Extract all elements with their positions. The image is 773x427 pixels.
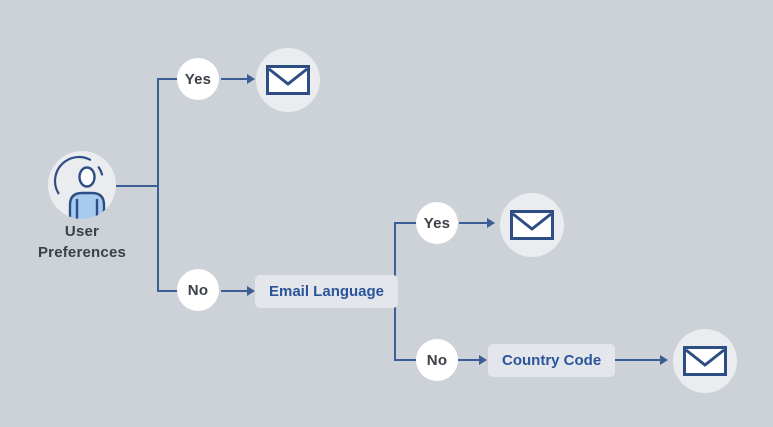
- user-preferences-node: [48, 151, 116, 219]
- decision-no-node-1: No: [177, 269, 219, 311]
- email-result-node-3: [673, 329, 737, 393]
- country-code-node: Country Code: [488, 344, 616, 377]
- email-result-node-2: [500, 193, 564, 257]
- email-language-node: Email Language: [255, 275, 399, 308]
- decision-yes-node-2: Yes: [416, 202, 458, 244]
- email-result-node-1: [256, 48, 320, 112]
- connector-line: [159, 78, 178, 80]
- connector-arrow: [602, 355, 668, 365]
- person-icon: [53, 155, 106, 219]
- decision-yes-node-1: Yes: [177, 58, 219, 100]
- decision-no-node-2: No: [416, 339, 458, 381]
- envelope-icon: [510, 210, 554, 240]
- connector-line: [116, 185, 158, 187]
- connector-line: [157, 78, 159, 292]
- envelope-icon: [683, 346, 727, 376]
- connector-arrow: [221, 74, 255, 84]
- connector-arrow: [459, 218, 495, 228]
- connector-line: [396, 359, 417, 361]
- user-preferences-label: User Preferences: [37, 223, 127, 261]
- envelope-icon: [266, 65, 310, 95]
- connector-arrow: [221, 286, 255, 296]
- connector-arrow: [458, 355, 487, 365]
- connector-line: [396, 222, 417, 224]
- connector-line: [159, 290, 178, 292]
